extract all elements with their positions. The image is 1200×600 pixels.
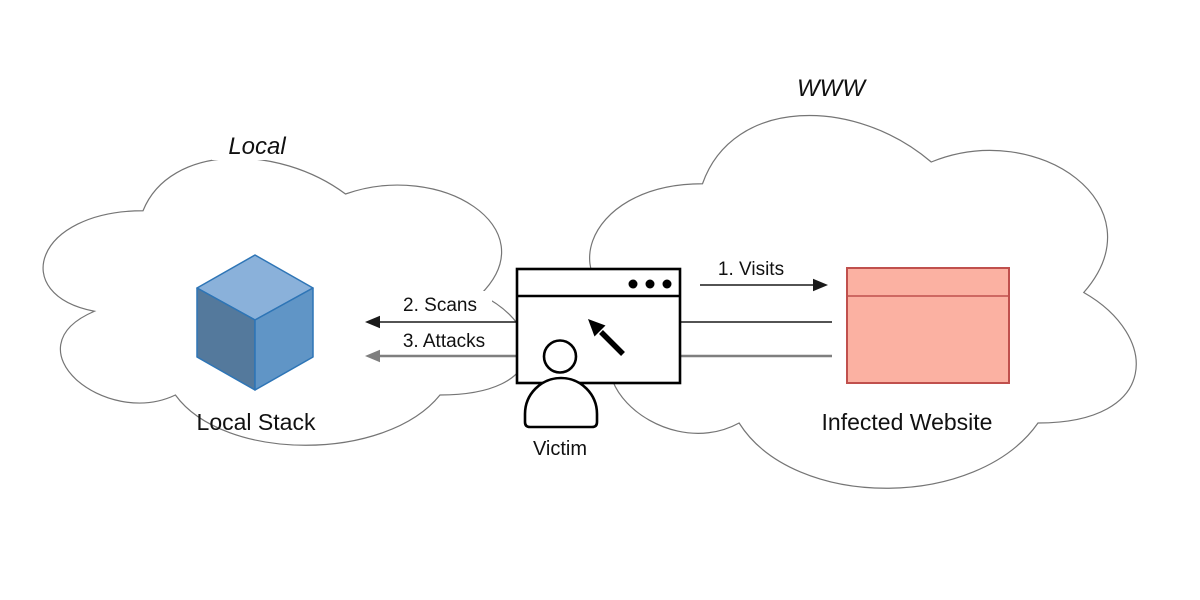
scans-arrowhead <box>365 315 380 329</box>
person-body <box>523 376 599 429</box>
victim-label: Victim <box>533 438 587 460</box>
browser-menu-dots-icon <box>628 279 672 289</box>
www-cloud-label: WWW <box>797 75 867 102</box>
victim-person-icon <box>523 339 599 429</box>
cube-right-face <box>254 287 314 391</box>
scans-label-bg <box>389 291 492 316</box>
www-cloud-label-bg <box>792 70 872 104</box>
local-cloud-label-bg <box>212 129 303 160</box>
person-head <box>542 339 578 374</box>
local-cloud-label: Local <box>228 133 286 160</box>
infected-website-box <box>846 267 1010 384</box>
local-stack-cube <box>196 254 314 391</box>
attacks-label-bg <box>386 327 502 352</box>
attacks-label: 3. Attacks <box>403 331 485 352</box>
visits-arrowhead <box>813 278 828 292</box>
scans-label: 2. Scans <box>403 295 477 316</box>
cursor-arrow-icon <box>588 319 625 356</box>
local-stack-label: Local Stack <box>197 409 316 435</box>
victim-browser-window <box>515 267 682 385</box>
infected-website-label: Infected Website <box>822 409 993 435</box>
attacks-arrowhead <box>365 349 380 363</box>
website-frame <box>846 267 1010 384</box>
visits-label: 1. Visits <box>718 259 784 280</box>
visits-label-bg <box>703 255 800 280</box>
